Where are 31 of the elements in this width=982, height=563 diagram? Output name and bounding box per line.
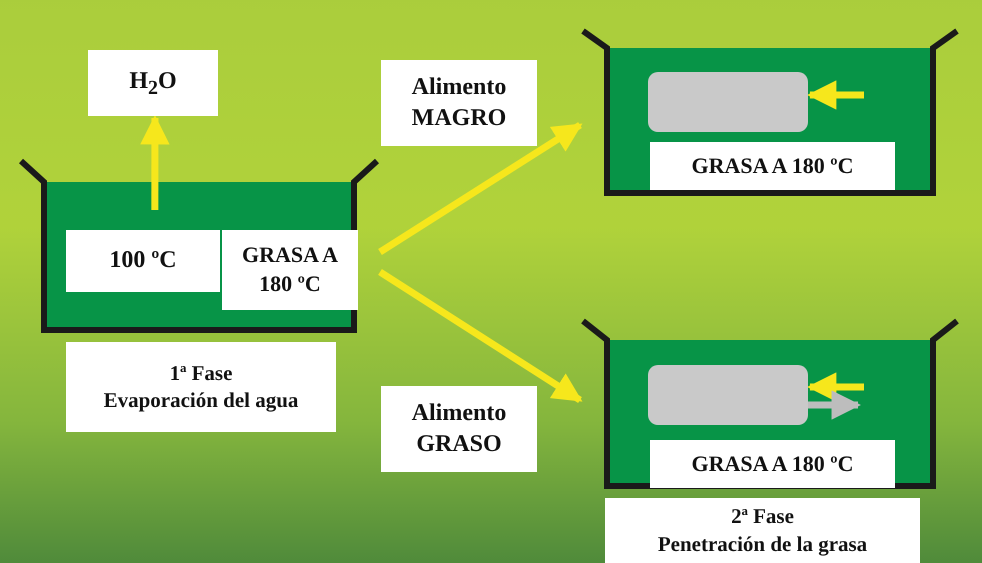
arrow [378, 122, 582, 255]
arrow [806, 372, 864, 402]
label-text: Alimento MAGRO [410, 72, 508, 133]
label-box [222, 230, 358, 310]
label-text: Alimento GRASO [410, 398, 508, 459]
food-piece [648, 365, 808, 425]
frying-pan [580, 28, 960, 198]
label-text: Penetración de la grasa [658, 530, 868, 558]
label-box [88, 50, 218, 116]
label-text: 100 ºC [109, 246, 177, 276]
arrow [808, 390, 861, 420]
label-box [381, 60, 537, 146]
label-text: GRASA A 180 ºC [241, 241, 339, 298]
frying-pan [580, 318, 960, 490]
stage-heading: 2ª Fase [731, 503, 794, 530]
frying-pan [18, 158, 380, 336]
label-box [650, 142, 895, 190]
label-text: H$_{2}$O [129, 66, 177, 100]
label-text: GRASA A 180 ºC [692, 450, 854, 478]
arrow [140, 115, 170, 210]
label-box [381, 386, 537, 472]
label-box [650, 440, 895, 488]
stage-box [605, 498, 920, 563]
stage-heading: 1ª Fase [170, 360, 232, 387]
temperature-box [66, 230, 220, 292]
label-text: GRASA A 180 ºC [692, 152, 854, 180]
label-text: Evaporación del agua [104, 387, 298, 414]
arrow [378, 268, 582, 403]
food-piece [648, 72, 808, 132]
stage-box [66, 342, 336, 432]
arrow [806, 80, 864, 110]
